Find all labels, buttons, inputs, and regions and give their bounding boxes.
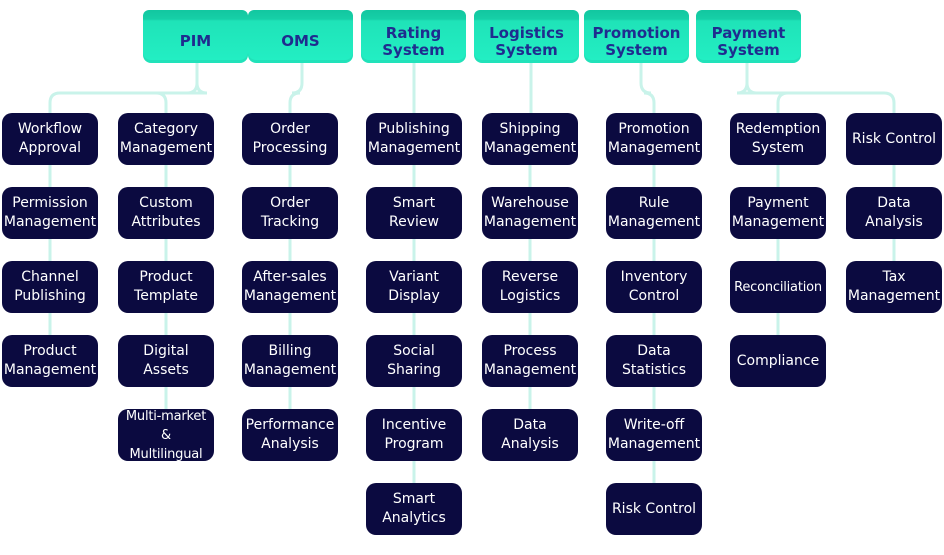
node-category-management: Category Management <box>118 113 214 165</box>
node-label: Publishing Management <box>367 121 461 156</box>
node-data-analysis: Data Analysis <box>846 187 942 239</box>
node-variant-display: Variant Display <box>366 261 462 313</box>
node-workflow-approval: Workflow Approval <box>2 113 98 165</box>
node-data-analysis: Data Analysis <box>482 409 578 461</box>
node-label: Smart Analytics <box>382 491 446 526</box>
system-header-rating-system: Rating System <box>361 10 466 63</box>
node-label: Reconciliation <box>734 279 822 295</box>
node-label: Write-off Management <box>607 417 701 452</box>
connector-line <box>288 63 304 113</box>
connector-line <box>639 63 656 113</box>
node-label: Custom Attributes <box>131 195 201 230</box>
node-incentive-program: Incentive Program <box>366 409 462 461</box>
node-order-tracking: Order Tracking <box>242 187 338 239</box>
node-label: Category Management <box>119 121 213 156</box>
system-header-promotion-system: Promotion System <box>584 10 689 63</box>
node-product-template: Product Template <box>118 261 214 313</box>
node-write-off-management: Write-off Management <box>606 409 702 461</box>
connector-line <box>745 82 896 113</box>
node-after-sales-management: After-sales Management <box>242 261 338 313</box>
system-header-label: Promotion System <box>592 23 681 59</box>
system-header-payment-system: Payment System <box>696 10 801 63</box>
node-label: Shipping Management <box>483 121 577 156</box>
node-performance-analysis: Performance Analysis <box>242 409 338 461</box>
node-custom-attributes: Custom Attributes <box>118 187 214 239</box>
node-product-management: Product Management <box>2 335 98 387</box>
system-header-label: PIM <box>179 32 212 50</box>
node-label: Risk Control <box>611 500 697 517</box>
system-header-label: Logistics System <box>489 23 564 59</box>
node-label: Redemption System <box>735 121 821 156</box>
node-label: Data Analysis <box>501 417 559 452</box>
node-billing-management: Billing Management <box>242 335 338 387</box>
node-payment-management: Payment Management <box>730 187 826 239</box>
system-header-logistics-system: Logistics System <box>474 10 579 63</box>
system-header-label: OMS <box>281 32 320 50</box>
node-multi-market-and-multilingual: Multi-market & Multilingual <box>118 408 214 462</box>
node-label: Compliance <box>736 352 820 369</box>
node-order-processing: Order Processing <box>242 113 338 165</box>
node-inventory-control: Inventory Control <box>606 261 702 313</box>
node-label: Product Management <box>3 343 97 378</box>
node-risk-control: Risk Control <box>846 113 942 165</box>
node-label: Data Statistics <box>622 343 686 378</box>
node-label: Digital Assets <box>143 343 189 378</box>
node-shipping-management: Shipping Management <box>482 113 578 165</box>
node-label: Multi-market & Multilingual <box>125 408 207 462</box>
node-compliance: Compliance <box>730 335 826 387</box>
node-label: Incentive Program <box>381 417 447 452</box>
node-warehouse-management: Warehouse Management <box>482 187 578 239</box>
connector-line <box>155 82 208 113</box>
node-reconciliation: Reconciliation <box>730 261 826 313</box>
system-header-pim: PIM <box>143 10 248 63</box>
system-header-oms: OMS <box>248 10 353 63</box>
node-label: Channel Publishing <box>14 269 86 304</box>
node-social-sharing: Social Sharing <box>366 335 462 387</box>
node-label: Smart Review <box>389 195 439 230</box>
node-label: Process Management <box>483 343 577 378</box>
node-label: Rule Management <box>607 195 701 230</box>
node-label: After-sales Management <box>243 269 337 304</box>
node-label: Reverse Logistics <box>499 269 561 304</box>
node-label: Permission Management <box>3 195 97 230</box>
node-label: Product Template <box>134 269 198 304</box>
node-smart-analytics: Smart Analytics <box>366 483 462 535</box>
node-label: Workflow Approval <box>17 121 83 156</box>
node-label: Promotion Management <box>607 121 701 156</box>
node-risk-control: Risk Control <box>606 483 702 535</box>
node-label: Risk Control <box>851 130 937 147</box>
node-label: Billing Management <box>243 343 337 378</box>
node-label: Performance Analysis <box>245 417 335 452</box>
connector-line <box>736 63 789 113</box>
node-publishing-management: Publishing Management <box>366 113 462 165</box>
node-digital-assets: Digital Assets <box>118 335 214 387</box>
node-promotion-management: Promotion Management <box>606 113 702 165</box>
node-smart-review: Smart Review <box>366 187 462 239</box>
node-label: Tax Management <box>847 269 941 304</box>
system-header-label: Rating System <box>382 23 445 59</box>
connector-line <box>48 63 199 113</box>
node-label: Variant Display <box>388 269 440 304</box>
node-label: Inventory Control <box>620 269 688 304</box>
node-label: Social Sharing <box>387 343 441 378</box>
node-permission-management: Permission Management <box>2 187 98 239</box>
system-header-label: Payment System <box>711 23 786 59</box>
node-channel-publishing: Channel Publishing <box>2 261 98 313</box>
node-data-statistics: Data Statistics <box>606 335 702 387</box>
node-rule-management: Rule Management <box>606 187 702 239</box>
node-label: Order Tracking <box>260 195 320 230</box>
node-label: Payment Management <box>731 195 825 230</box>
node-label: Order Processing <box>252 121 328 156</box>
node-process-management: Process Management <box>482 335 578 387</box>
node-label: Warehouse Management <box>483 195 577 230</box>
node-label: Data Analysis <box>865 195 923 230</box>
node-tax-management: Tax Management <box>846 261 942 313</box>
node-redemption-system: Redemption System <box>730 113 826 165</box>
node-reverse-logistics: Reverse Logistics <box>482 261 578 313</box>
